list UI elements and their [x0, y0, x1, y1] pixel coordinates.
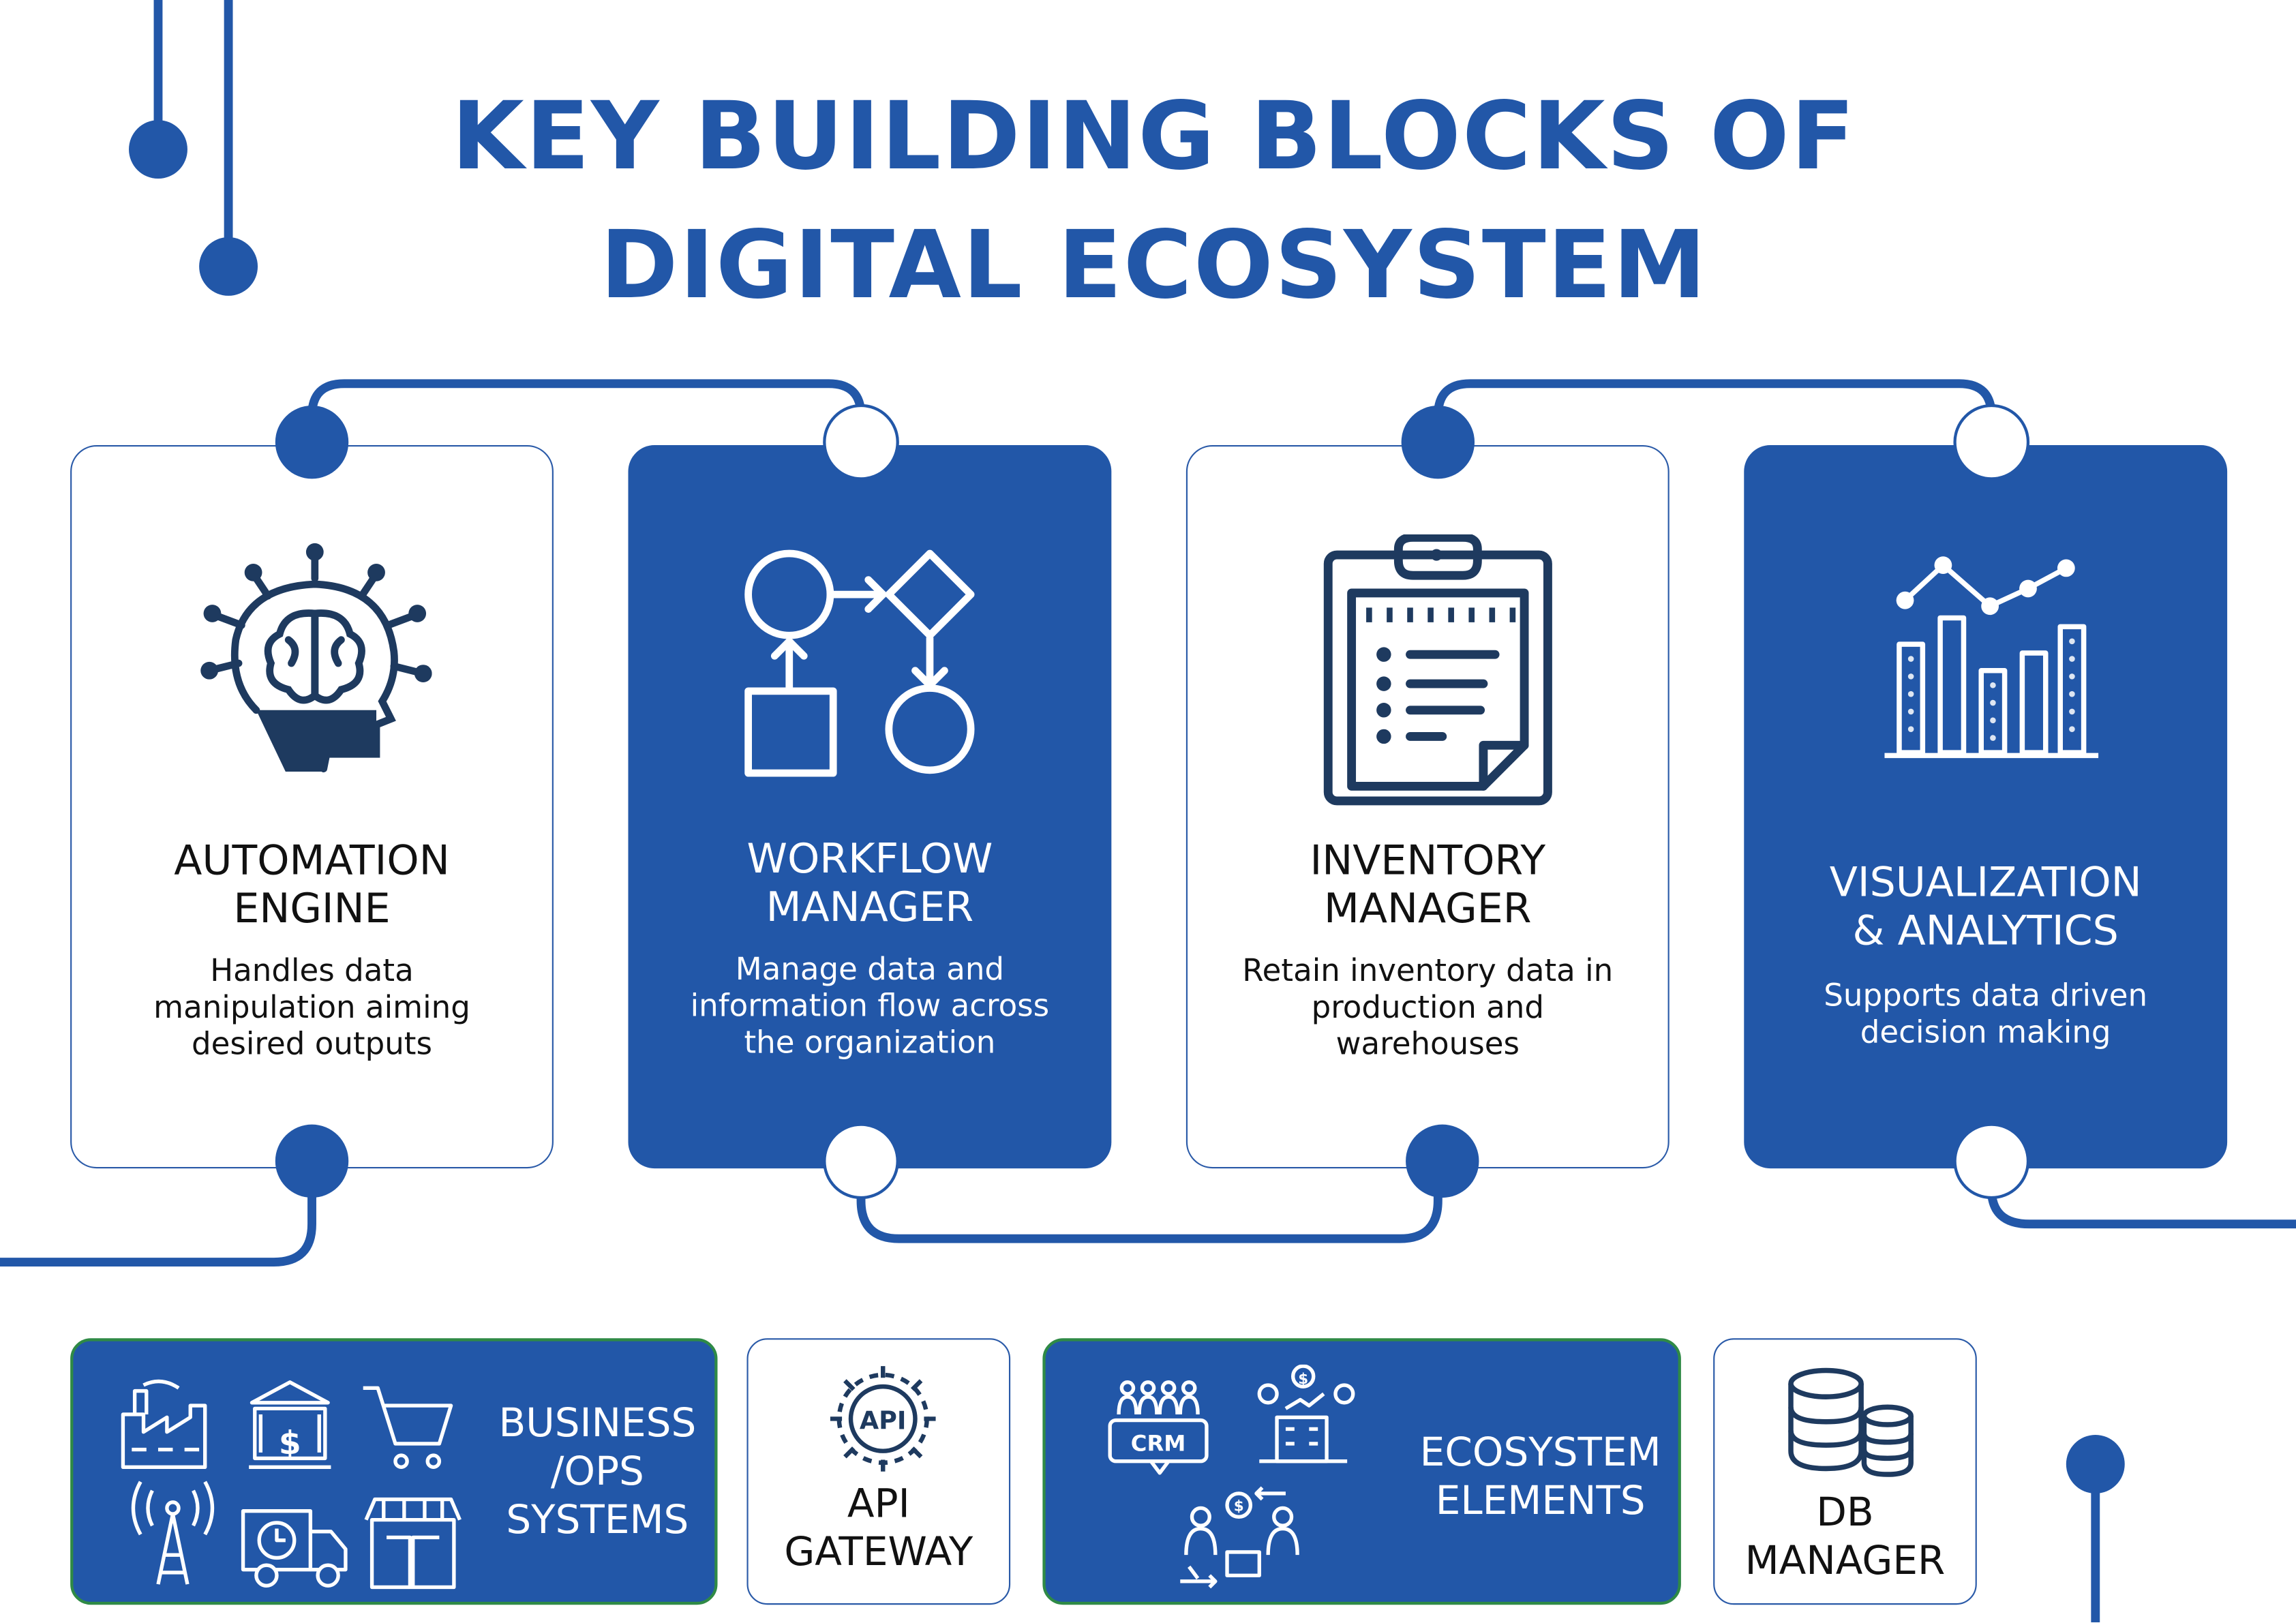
business-icons: $ [121, 1379, 462, 1590]
card-description: manipulation aiming [153, 990, 470, 1025]
ecosystem-label: ECOSYSTEM [1419, 1430, 1661, 1476]
api-gateway-box: API API GATEWAY [746, 1338, 1011, 1605]
workflow-icon [744, 549, 975, 777]
finance-building-icon [1257, 1364, 1355, 1463]
cell-tower-icon [131, 1481, 215, 1585]
svg-text:$: $ [1234, 1498, 1244, 1515]
card-title: AUTOMATION [174, 836, 450, 885]
bar-line-chart-icon [1884, 556, 2099, 759]
clipboard-checklist-icon [1323, 534, 1552, 806]
card-title: MANAGER [1324, 884, 1532, 933]
bank-icon [249, 1380, 331, 1469]
api-text: API [860, 1406, 907, 1435]
card-title: & ANALYTICS [1852, 906, 2119, 955]
business-label: /OPS [550, 1449, 644, 1496]
business-label: SYSTEMS [506, 1498, 689, 1543]
db-manager-box: DB MANAGER [1713, 1338, 1977, 1605]
ecosystem-icons: CRM $ $ [1108, 1364, 1355, 1589]
api-gear-icon: API [830, 1366, 936, 1472]
page-title-line1: KEY BUILDING BLOCKS OF [451, 83, 1856, 192]
card-title: ENGINE [233, 884, 391, 933]
database-icon [1788, 1367, 1914, 1477]
brain-head-icon [200, 543, 432, 773]
card-title: MANAGER [766, 883, 974, 932]
card-description: production and [1311, 990, 1544, 1025]
card-description: information flow across [690, 988, 1050, 1024]
card-workflow-manager: WORKFLOW MANAGER Manage data and informa… [628, 444, 1112, 1169]
svg-text:$: $ [279, 1425, 301, 1462]
decor-dot-icon [199, 237, 258, 296]
page-title-line2: DIGITAL ECOSYSTEM [600, 212, 1708, 321]
decor-dot-icon [129, 120, 187, 179]
card-title: WORKFLOW [746, 834, 993, 883]
storefront-icon [364, 1497, 462, 1590]
trade-exchange-icon [1180, 1486, 1299, 1589]
factory-icon [121, 1379, 207, 1469]
card-inventory-manager: INVENTORY MANAGER Retain inventory data … [1185, 444, 1670, 1169]
card-description: decision making [1860, 1014, 2111, 1050]
business-ops-systems-box: $ BUSINESS /OPS SYSTEMS [70, 1338, 718, 1605]
ecosystem-label: ELEMENTS [1435, 1478, 1646, 1525]
crm-team-icon [1108, 1380, 1209, 1475]
api-label: API [847, 1481, 910, 1528]
api-label: GATEWAY [784, 1530, 973, 1576]
ecosystem-elements-box: CRM $ $ ECOSYSTEM ELEMENTS [1042, 1338, 1681, 1605]
card-description: warehouses [1335, 1026, 1520, 1062]
card-description: Supports data driven [1824, 977, 2148, 1014]
crm-text: CRM [1131, 1431, 1186, 1457]
card-description: desired outputs [192, 1026, 433, 1062]
card-visualization-analytics: VISUALIZATION & ANALYTICS Supports data … [1744, 444, 2228, 1169]
delivery-truck-icon [241, 1509, 348, 1588]
shopping-cart-icon [363, 1386, 453, 1469]
decor-dot-icon [2066, 1435, 2125, 1493]
card-automation-engine: AUTOMATION ENGINE Handles data manipulat… [70, 444, 554, 1169]
db-label: MANAGER [1744, 1538, 1946, 1585]
card-description: the organization [744, 1025, 996, 1061]
db-label: DB [1816, 1490, 1874, 1536]
card-description: Retain inventory data in [1242, 953, 1614, 988]
card-title: VISUALIZATION [1829, 858, 2142, 907]
svg-text:$: $ [1298, 1371, 1308, 1388]
card-title: INVENTORY [1310, 836, 1546, 885]
business-label: BUSINESS [498, 1401, 697, 1447]
card-description: Manage data and [735, 952, 1005, 987]
card-description: Handles data [210, 953, 414, 988]
